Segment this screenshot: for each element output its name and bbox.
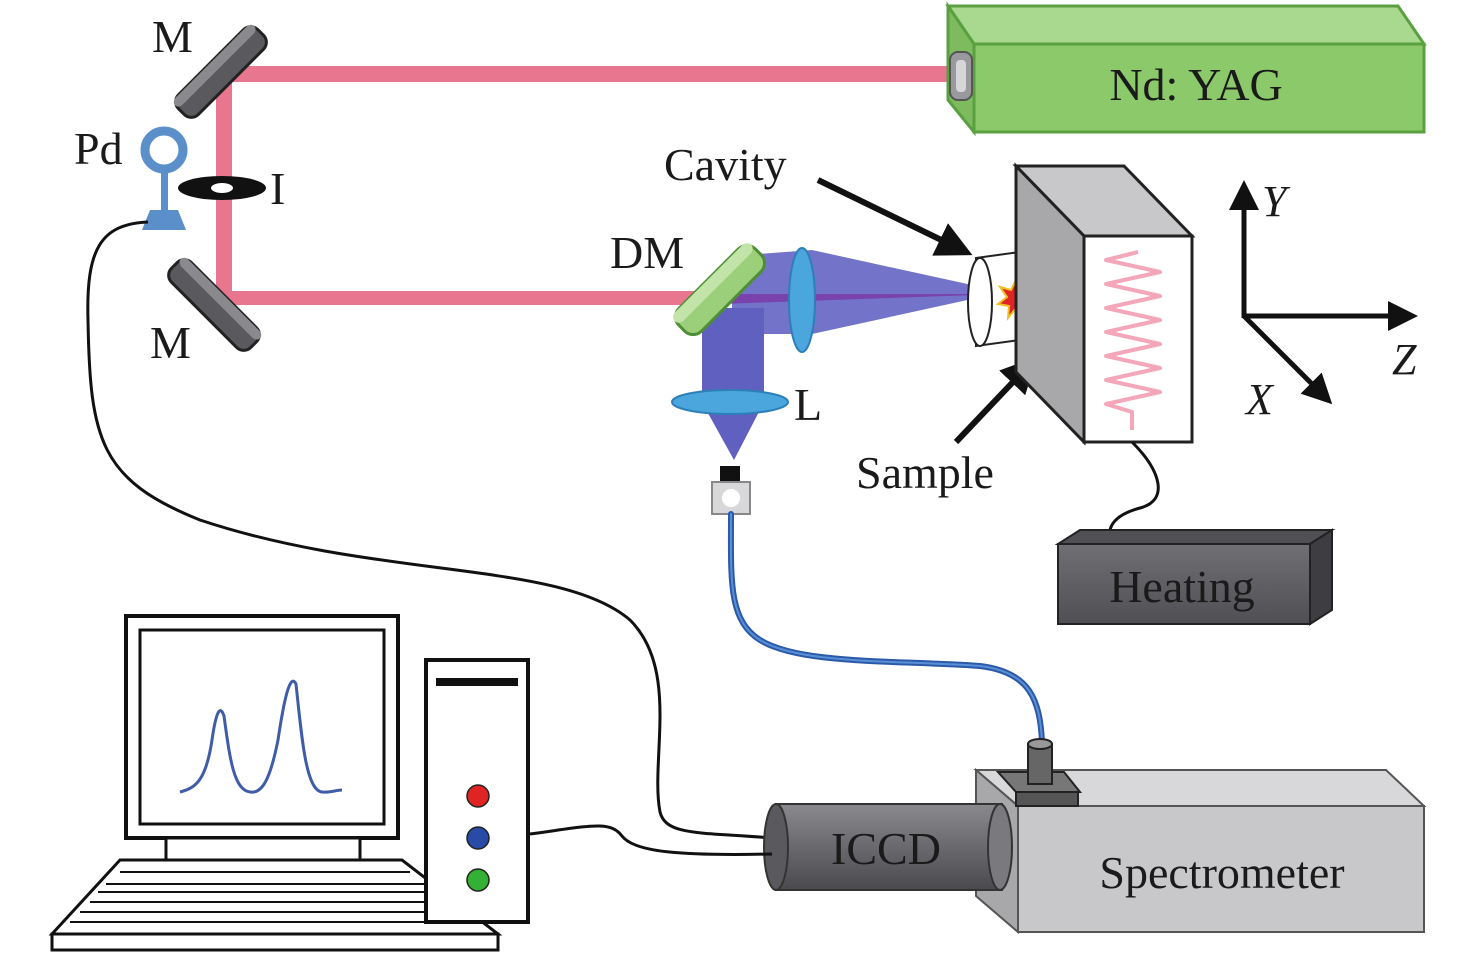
computer-tower <box>424 658 530 924</box>
beam-bottom-segment <box>230 291 700 305</box>
cavity-label: Cavity <box>664 139 787 190</box>
heater-block <box>1012 162 1196 446</box>
spectrum-trace <box>179 679 343 794</box>
laser-top-face <box>945 4 1427 46</box>
iccd-camera: ICCD <box>763 803 1013 891</box>
dichroic-mirror <box>673 243 767 337</box>
fiber-coupler <box>711 466 751 515</box>
photodiode <box>140 126 188 230</box>
mirror-top <box>173 24 268 119</box>
status-led-green <box>466 868 490 892</box>
optical-fiber <box>727 511 1045 745</box>
photodiode-stem <box>161 168 168 212</box>
status-led-red <box>466 784 490 808</box>
photodiode-ring <box>140 126 188 174</box>
z-axis-label: Z <box>1392 335 1417 384</box>
laser-label: Nd: YAG <box>1109 59 1282 110</box>
laser-aperture-inner <box>956 60 966 92</box>
spectrometer-fiber-port <box>995 738 1083 807</box>
laser-side-face <box>972 42 1426 134</box>
iris-label: I <box>270 163 285 214</box>
collecting-lens <box>671 389 789 415</box>
spectrometer-label: Spectrometer <box>1099 847 1344 898</box>
collected-light-horizontal <box>732 250 1004 334</box>
computer-monitor <box>124 614 400 862</box>
nd-yag-laser: Nd: YAG <box>945 1 1427 137</box>
coordinate-axes: Y Z X <box>1229 177 1418 424</box>
cavity-pointer <box>816 177 973 256</box>
x-axis-label: X <box>1244 375 1275 424</box>
status-led-blue <box>466 826 490 850</box>
spectrometer: Spectrometer <box>973 767 1427 935</box>
iccd-label: ICCD <box>831 823 941 874</box>
mirror-bottom-label: M <box>150 317 191 368</box>
x-axis <box>1242 314 1333 405</box>
collected-light-focus <box>704 406 762 460</box>
heating-controller: Heating <box>1054 528 1336 626</box>
trigger-cable <box>86 220 773 840</box>
heating-label: Heating <box>1109 561 1255 612</box>
beam-top-segment <box>230 66 960 82</box>
y-axis-label: Y <box>1262 177 1291 226</box>
photodiode-base <box>142 210 186 230</box>
lens-label: L <box>794 379 822 430</box>
computer-keyboard <box>48 858 503 952</box>
sample-label: Sample <box>856 447 994 498</box>
iris <box>178 176 266 200</box>
heater-coil <box>1104 250 1162 430</box>
mirror-bottom <box>167 257 262 352</box>
focusing-lens <box>788 247 816 353</box>
heater-cable <box>1107 440 1160 541</box>
data-cable <box>529 824 773 856</box>
dichroic-mirror-label: DM <box>610 227 684 278</box>
laser-beam-path <box>216 66 960 305</box>
mirror-top-label: M <box>152 11 193 62</box>
photodiode-label: Pd <box>74 123 123 174</box>
